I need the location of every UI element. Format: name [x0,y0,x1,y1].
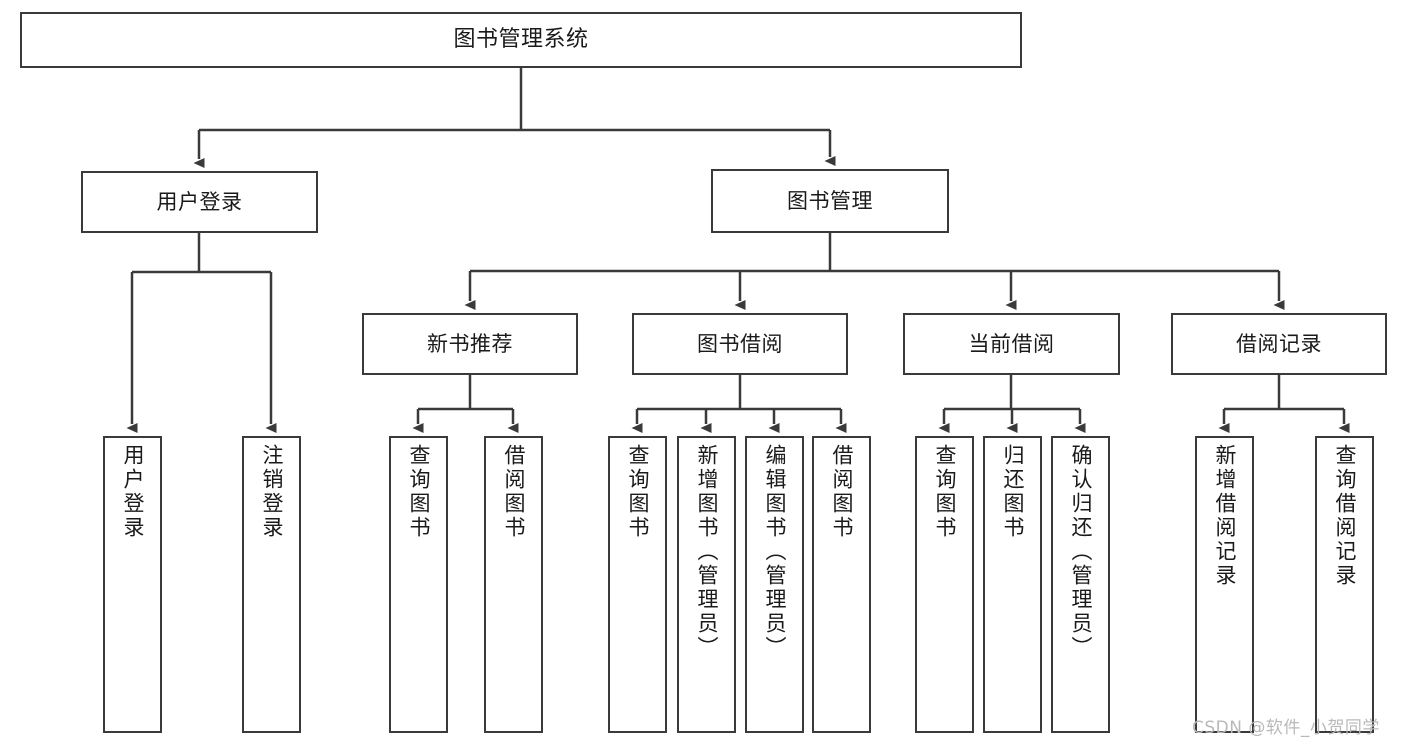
node-current-borrow[interactable]: 当前借阅 [903,313,1120,375]
node-label: 当前借阅 [968,331,1055,356]
node-label: 查询图书 [626,444,650,540]
leaf-current-return-book[interactable]: 归还图书 [983,436,1042,733]
leaf-user-login-signin[interactable]: 用户登录 [103,436,162,733]
node-label: 编辑图书（管理员） [763,444,787,660]
node-label: 注销登录 [260,444,284,540]
node-label: 用户登录 [156,189,243,214]
node-label: 新增图书（管理员） [695,444,719,660]
node-book-borrow[interactable]: 图书借阅 [632,313,848,375]
node-label: 图书借阅 [697,331,783,356]
node-label: 确认归还（管理员） [1069,444,1093,660]
watermark-text: CSDN @软件_小贺同学 [1192,718,1380,738]
node-label: 新书推荐 [427,331,513,356]
node-label: 查询图书 [407,444,431,540]
node-label: 借阅图书 [502,444,526,540]
node-label: 图书管理系统 [453,27,589,53]
leaf-user-login-signout[interactable]: 注销登录 [242,436,301,733]
node-book-management[interactable]: 图书管理 [711,169,949,233]
leaf-borrow-borrow-book[interactable]: 借阅图书 [812,436,871,733]
leaf-current-query-book[interactable]: 查询图书 [915,436,974,733]
node-new-book-recommend[interactable]: 新书推荐 [362,313,578,375]
node-label: 图书管理 [787,188,873,213]
node-user-login[interactable]: 用户登录 [81,171,318,233]
leaf-borrow-add-book-admin[interactable]: 新增图书（管理员） [677,436,736,733]
leaf-borrow-query-book[interactable]: 查询图书 [608,436,667,733]
leaf-newbook-borrow-book[interactable]: 借阅图书 [484,436,543,733]
node-root-system[interactable]: 图书管理系统 [20,12,1022,68]
node-label: 查询借阅记录 [1333,444,1357,588]
node-label: 归还图书 [1001,444,1025,540]
leaf-newbook-query-book[interactable]: 查询图书 [389,436,448,733]
node-label: 用户登录 [121,444,145,540]
node-label: 查询图书 [933,444,957,540]
node-label: 新增借阅记录 [1213,444,1237,588]
node-borrow-record[interactable]: 借阅记录 [1171,313,1387,375]
node-label: 借阅图书 [830,444,854,540]
leaf-borrow-edit-book-admin[interactable]: 编辑图书（管理员） [745,436,804,733]
leaf-record-add-record[interactable]: 新增借阅记录 [1195,436,1254,733]
node-label: 借阅记录 [1236,331,1322,356]
leaf-record-query-record[interactable]: 查询借阅记录 [1315,436,1374,733]
leaf-current-confirm-return-admin[interactable]: 确认归还（管理员） [1051,436,1110,733]
